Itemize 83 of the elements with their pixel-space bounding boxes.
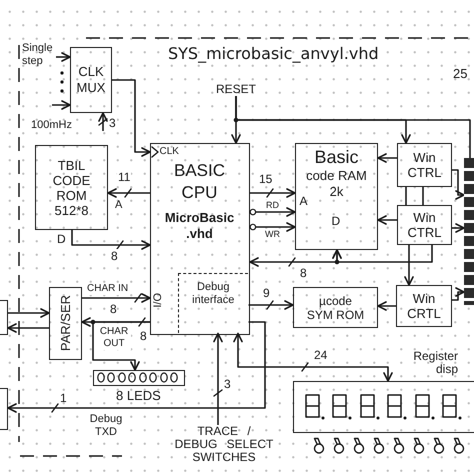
led-panel [93, 370, 185, 386]
arrow [112, 79, 151, 157]
module-box [49, 287, 82, 360]
arrow [98, 112, 108, 131]
arrow [332, 245, 433, 263]
arrow [377, 215, 397, 225]
box-label: Basic code RAM 2k [306, 146, 368, 199]
box-label: PAR/SER [58, 295, 74, 352]
box-label: Win CRTL [406, 291, 442, 321]
module-box [293, 287, 378, 328]
connector-bar [464, 158, 474, 305]
edge-label: 11 [117, 170, 132, 184]
module-box [295, 143, 378, 250]
arrow [452, 223, 465, 233]
edge-label: 3 [108, 116, 117, 130]
module-box [397, 205, 452, 245]
arrow [248, 300, 294, 310]
diagram-title: SYS_microbasic_anvyl.vhd [168, 44, 379, 63]
bus-width-label: 8 [140, 329, 147, 343]
arrow [250, 188, 296, 198]
arrow [452, 169, 465, 200]
module-box [396, 285, 452, 327]
edge-label: 8 [110, 249, 119, 263]
arrow [7, 323, 49, 333]
edge-label: 15 [258, 172, 274, 186]
arrow [404, 245, 414, 286]
port-label: D [57, 232, 66, 246]
arrow [213, 332, 223, 425]
arrow [56, 52, 71, 62]
module-box [150, 143, 250, 335]
bus-width-label: 1 [60, 391, 67, 405]
box-label: TBIL CODE ROM 512*8 [52, 158, 92, 218]
edge-label: 24 [313, 348, 328, 362]
connector-line [405, 187, 407, 205]
box-label: Win CTRL [406, 210, 442, 240]
box-label: BASIC CPU [172, 160, 226, 204]
box-label: CLK MUX [76, 64, 106, 96]
box-label: MicroBasic .vhd [164, 210, 236, 242]
signal-label: TRACE / DEBUG SELECT SWITCHES [172, 425, 276, 465]
module-box [397, 143, 452, 187]
frequency-label: 100mHz [31, 119, 72, 132]
port-label: A [300, 194, 308, 208]
edge-label: CHAR IN [86, 283, 130, 295]
edge-label: 8 [299, 266, 308, 280]
edge-label: 9 [262, 286, 271, 300]
dashed-region [178, 272, 248, 333]
module-box [70, 47, 112, 113]
arrow [71, 230, 151, 250]
arrow [52, 100, 71, 110]
arrow [8, 308, 50, 318]
edge-label: RD [265, 200, 280, 211]
arrow [250, 222, 296, 232]
bus-width-label: 8 [110, 302, 117, 316]
node-caption: 8 LEDS [116, 388, 161, 403]
display-panel [293, 381, 474, 433]
connector-line [235, 96, 471, 158]
box-label: µcode SYM ROM [306, 294, 366, 322]
port-label: A [115, 199, 122, 212]
annotation-label: 25 [453, 66, 468, 82]
arrow [377, 301, 396, 311]
signal-label: RESET [213, 82, 259, 96]
arrow [92, 321, 150, 371]
arrow [452, 287, 465, 301]
device-box [0, 300, 8, 335]
arrow [7, 321, 266, 413]
box-label: Win CTRL [406, 150, 442, 180]
connector-line [422, 187, 424, 205]
port-label: CLK [160, 146, 179, 158]
device-box [0, 388, 8, 430]
arrow [233, 332, 393, 382]
edge-label: CHAR OUT [97, 326, 131, 350]
node-caption: Register disp [412, 350, 458, 376]
port-label: I/O [152, 292, 164, 308]
port-label: D [332, 214, 340, 228]
arrow [82, 293, 151, 303]
arrow [250, 207, 296, 217]
module-box [35, 145, 108, 230]
edge-label: WR [264, 229, 281, 240]
box-label: Debug interface [191, 280, 236, 306]
arrow [107, 188, 150, 198]
edge-label: 3 [223, 377, 232, 391]
arrow [377, 153, 397, 163]
signal-label: Single step [22, 42, 56, 70]
